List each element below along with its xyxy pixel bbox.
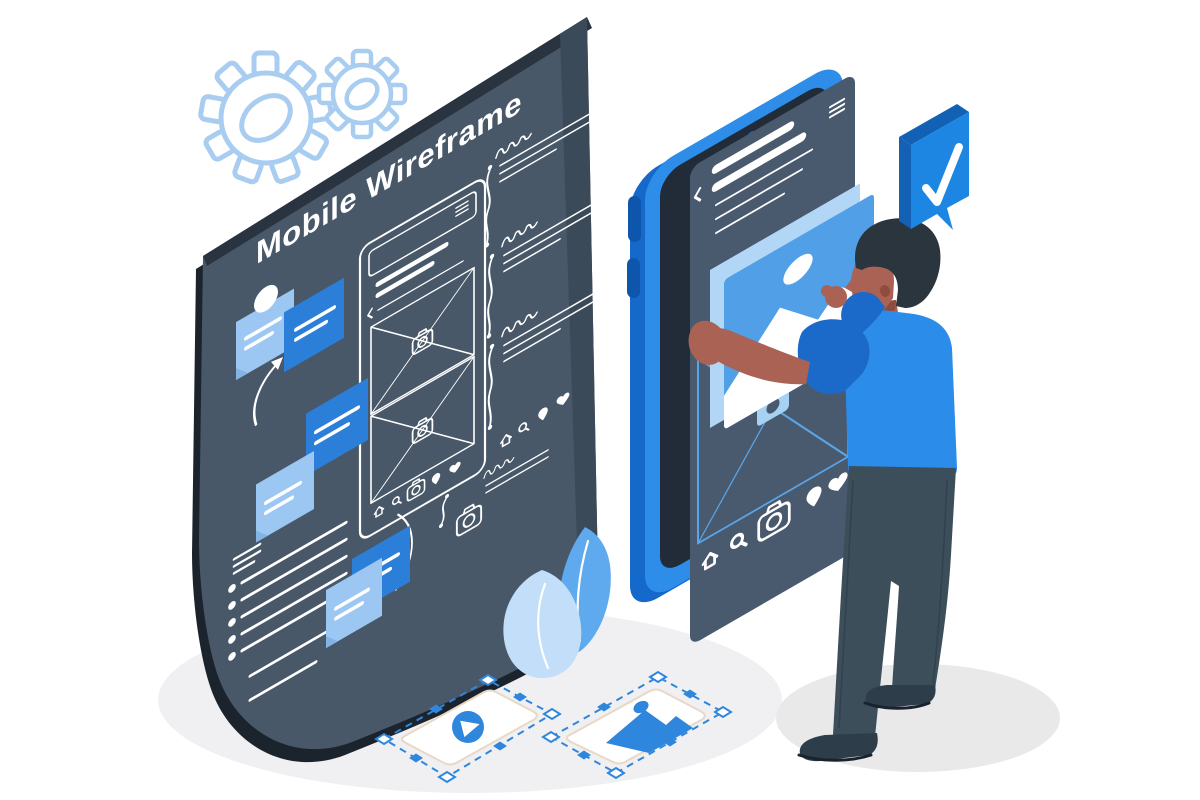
selection-handles [374, 673, 562, 784]
person-ear [879, 285, 891, 297]
image-placeholder [370, 266, 475, 416]
hamburger-icon [828, 97, 846, 119]
person-shoe [865, 685, 936, 709]
plant-leaves [503, 527, 611, 679]
poster-right-fold [560, 17, 599, 633]
check-icon [922, 143, 963, 206]
pants-seam [838, 479, 854, 729]
photo-sun [783, 253, 813, 285]
annotation-group [495, 111, 593, 183]
person-shoe [799, 733, 878, 762]
annotation-group [501, 292, 595, 363]
camera-annotation [455, 449, 549, 539]
bubble-face [911, 112, 969, 230]
sticky-note [284, 277, 344, 373]
back-icon [693, 186, 702, 202]
sticky-note [236, 288, 294, 381]
person-pants [833, 466, 956, 737]
person-hand [688, 320, 723, 365]
bubble-side [899, 137, 911, 229]
image-icon [606, 700, 693, 753]
person [688, 218, 957, 762]
text-lines [248, 625, 336, 702]
hamburger-icon [455, 200, 469, 217]
bubble-side [899, 104, 969, 145]
annotation-group [501, 202, 595, 273]
arrow-icon [253, 356, 283, 426]
gear-icon [316, 48, 408, 140]
volume-button [628, 196, 641, 242]
person-finger [821, 285, 833, 297]
shoe-sole [863, 701, 931, 710]
sticky-note [306, 377, 368, 476]
sticky-note [256, 451, 314, 543]
image-placeholder [370, 355, 475, 505]
selection-handles [541, 670, 733, 780]
video-play-icon [452, 711, 484, 743]
leaf [503, 570, 582, 679]
person-forearm [701, 328, 810, 385]
poster-top-bevel [203, 17, 592, 266]
person-across-sleeve [797, 319, 870, 395]
pants-seam [932, 479, 948, 685]
wireframe-phone-sketch [358, 179, 487, 539]
selection-frame-video [374, 673, 562, 784]
selection-frame-image [541, 670, 733, 780]
volume-button [627, 258, 640, 298]
gear-icon [198, 50, 334, 185]
sticky-note [326, 557, 382, 649]
back-icon [367, 307, 373, 319]
person-torso [844, 310, 957, 480]
shoe-sole [797, 753, 873, 762]
text-lines [232, 542, 262, 575]
person-hair [854, 218, 941, 308]
check-bubble [899, 104, 969, 230]
